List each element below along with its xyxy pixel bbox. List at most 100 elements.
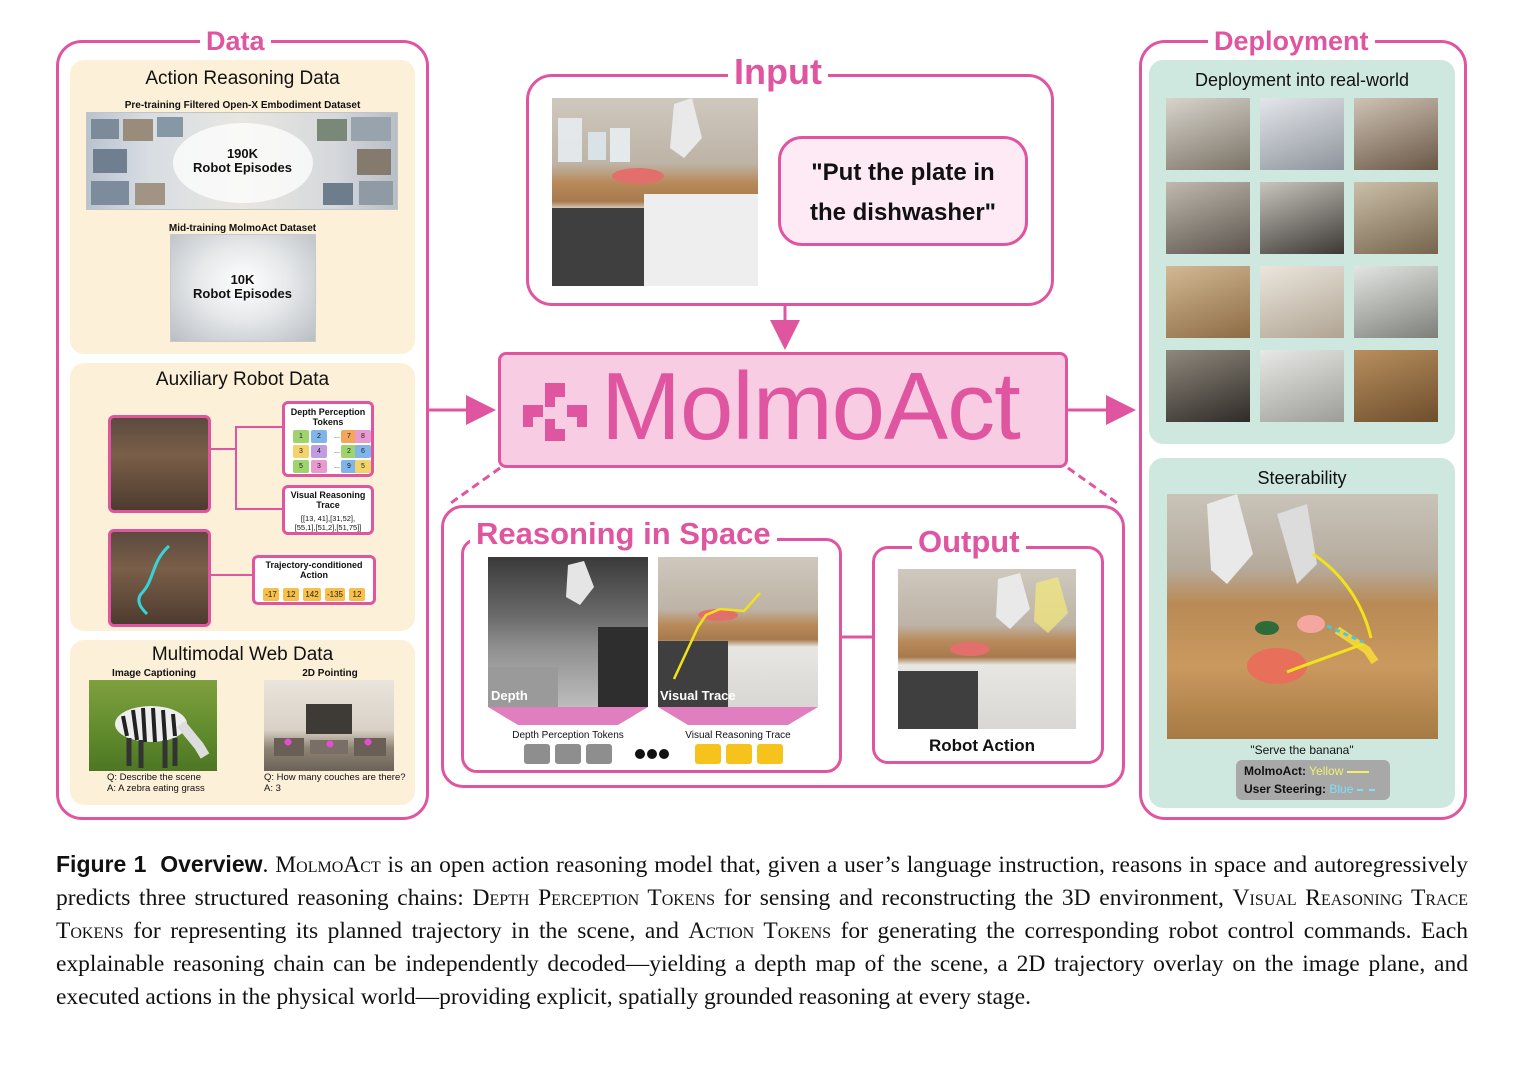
depth-chip: 3 bbox=[293, 445, 309, 458]
data-title: Data bbox=[200, 28, 271, 55]
deploy-photo bbox=[1166, 266, 1250, 338]
output-robot-image bbox=[898, 569, 1076, 729]
caption-trace-tokens: Visual Reasoning Trace Tokens bbox=[56, 885, 1468, 944]
steer-legend: MolmoAct: Yellow User Steering: Blue bbox=[1236, 760, 1390, 800]
zebra-image bbox=[89, 680, 217, 771]
pointing-answer: A: 3 bbox=[264, 783, 281, 794]
output-scene bbox=[898, 573, 1068, 729]
caption-text: is an open action reasoning model that, … bbox=[56, 852, 1469, 911]
action-chip: 12 bbox=[283, 588, 299, 601]
output-title: Output bbox=[912, 526, 1026, 557]
input-kitchen-image bbox=[552, 98, 758, 286]
expand-left-dash bbox=[447, 466, 501, 507]
midtraining-label: Mid-training MolmoAct Dataset bbox=[168, 223, 317, 234]
deploy-photo bbox=[1166, 182, 1250, 254]
depth-chip: 8 bbox=[355, 430, 371, 443]
depth-tokens-box: Depth Perception Tokens 1 2 ... 7 8 3 4 … bbox=[282, 401, 374, 477]
visual-trace-image bbox=[658, 557, 818, 707]
legend-user-line bbox=[1356, 788, 1375, 791]
caption-text: for sensing and reconstructing the 3D en… bbox=[715, 885, 1233, 911]
legend-user-steering: User Steering: Blue bbox=[1244, 782, 1375, 796]
steer-scene bbox=[1207, 494, 1379, 684]
depth-map-image bbox=[488, 557, 648, 707]
pointing-label: 2D Pointing bbox=[302, 668, 358, 679]
caption-text: for generating the corresponding robot c… bbox=[56, 918, 1469, 1010]
ellipsis-dots bbox=[635, 749, 669, 759]
depth-chip: 2 bbox=[341, 445, 357, 458]
deploy-photo bbox=[1354, 266, 1438, 338]
deploy-photo bbox=[1354, 350, 1438, 422]
depth-tokens-box-label: Depth Perception Tokens bbox=[290, 407, 366, 427]
action-chip: 142 bbox=[303, 588, 321, 601]
caption-label: Figure 1 bbox=[56, 851, 147, 877]
deploy-photo bbox=[1260, 182, 1344, 254]
caption-depth-tokens: Depth Perception Tokens bbox=[472, 885, 716, 911]
caption-text: . bbox=[262, 852, 276, 878]
depth-tag: Depth bbox=[491, 688, 528, 703]
expanded-frame bbox=[441, 505, 1125, 788]
captioning-label: Image Captioning bbox=[112, 668, 196, 679]
trace-values-line2: [55,1],[51,2],[51,75]] bbox=[294, 523, 362, 532]
living-room-image bbox=[264, 680, 394, 771]
caption-heading: Overview bbox=[160, 851, 263, 877]
steerability-image bbox=[1167, 494, 1438, 739]
steer-instruction: "Serve the banana" bbox=[1250, 743, 1354, 757]
deployment-title: Deployment bbox=[1208, 28, 1375, 55]
visual-trace-tag: Visual Trace bbox=[660, 688, 736, 703]
action-chip: 12 bbox=[349, 588, 365, 601]
depth-token bbox=[524, 744, 550, 764]
depth-chip: 6 bbox=[355, 445, 371, 458]
action-chip: -17 bbox=[263, 588, 279, 601]
action-reasoning-panel: Action Reasoning Data Pre-training Filte… bbox=[70, 60, 415, 354]
aux-robot-photo-2 bbox=[108, 529, 211, 627]
molmoact-dataset-image bbox=[170, 234, 316, 342]
depth-chip: 7 bbox=[341, 430, 357, 443]
deploy-photo bbox=[1166, 350, 1250, 422]
caption-action-tokens: Action Tokens bbox=[688, 918, 832, 944]
auxiliary-connectors bbox=[210, 426, 282, 576]
depth-chip: 4 bbox=[311, 445, 327, 458]
deploy-photo bbox=[1260, 98, 1344, 170]
expand-right-dash bbox=[1067, 466, 1121, 507]
model-name: MolmoAct bbox=[601, 353, 1021, 460]
instruction-line1: "Put the plate in bbox=[811, 159, 995, 186]
flow-arrows bbox=[429, 305, 1136, 639]
figure-caption: Figure 1 Overview. MolmoAct is an open a… bbox=[56, 848, 1468, 1014]
action-chip: -135 bbox=[325, 588, 345, 601]
legend-molmoact-value: Yellow bbox=[1309, 764, 1344, 778]
instruction-line2: the dishwasher" bbox=[809, 199, 997, 226]
depth-chip: ... bbox=[334, 433, 340, 440]
midtraining-unit: Robot Episodes bbox=[193, 286, 292, 301]
zebra-figure bbox=[115, 706, 210, 768]
trace-tokens-label: Visual Reasoning Trace bbox=[685, 730, 791, 741]
depth-chip: 3 bbox=[311, 460, 327, 473]
trace-token bbox=[757, 744, 783, 764]
output-label: Robot Action bbox=[928, 736, 1036, 755]
legend-user-label: User Steering: bbox=[1244, 782, 1327, 796]
trace-overlay bbox=[658, 592, 761, 707]
trajectory-action-box-label: Trajectory-conditioned Action bbox=[265, 560, 363, 580]
pretraining-label: Pre-training Filtered Open-X Embodiment … bbox=[124, 100, 361, 111]
token-funnels bbox=[488, 707, 818, 725]
midtraining-count: 10K bbox=[230, 272, 255, 287]
depth-tokens-label: Depth Perception Tokens bbox=[512, 730, 624, 741]
action-reasoning-title: Action Reasoning Data bbox=[145, 68, 340, 89]
instruction-bubble: "Put the plate in the dishwasher" bbox=[778, 136, 1028, 246]
deploy-photo bbox=[1166, 98, 1250, 170]
collage-thumbnails bbox=[91, 117, 393, 205]
reasoning-title: Reasoning in Space bbox=[470, 518, 777, 549]
deploy-photo bbox=[1260, 350, 1344, 422]
legend-molmoact: MolmoAct: Yellow bbox=[1244, 764, 1369, 778]
visual-trace-box: Visual Reasoning Trace [[13, 41],[31,52]… bbox=[282, 485, 374, 535]
aux-robot-photo-1 bbox=[108, 415, 211, 513]
web-data-title: Multimodal Web Data bbox=[151, 644, 334, 665]
depth-token bbox=[586, 744, 612, 764]
trajectory-action-box: Trajectory-conditioned Action -17 12 142… bbox=[252, 555, 376, 605]
depth-chip: 5 bbox=[293, 460, 309, 473]
pretraining-unit: Robot Episodes bbox=[193, 160, 292, 175]
deploy-photo bbox=[1260, 266, 1344, 338]
open-x-collage bbox=[86, 112, 398, 210]
caption-model-name: MolmoAct bbox=[275, 852, 381, 878]
depth-chip: ... bbox=[334, 448, 340, 455]
trace-token bbox=[726, 744, 752, 764]
